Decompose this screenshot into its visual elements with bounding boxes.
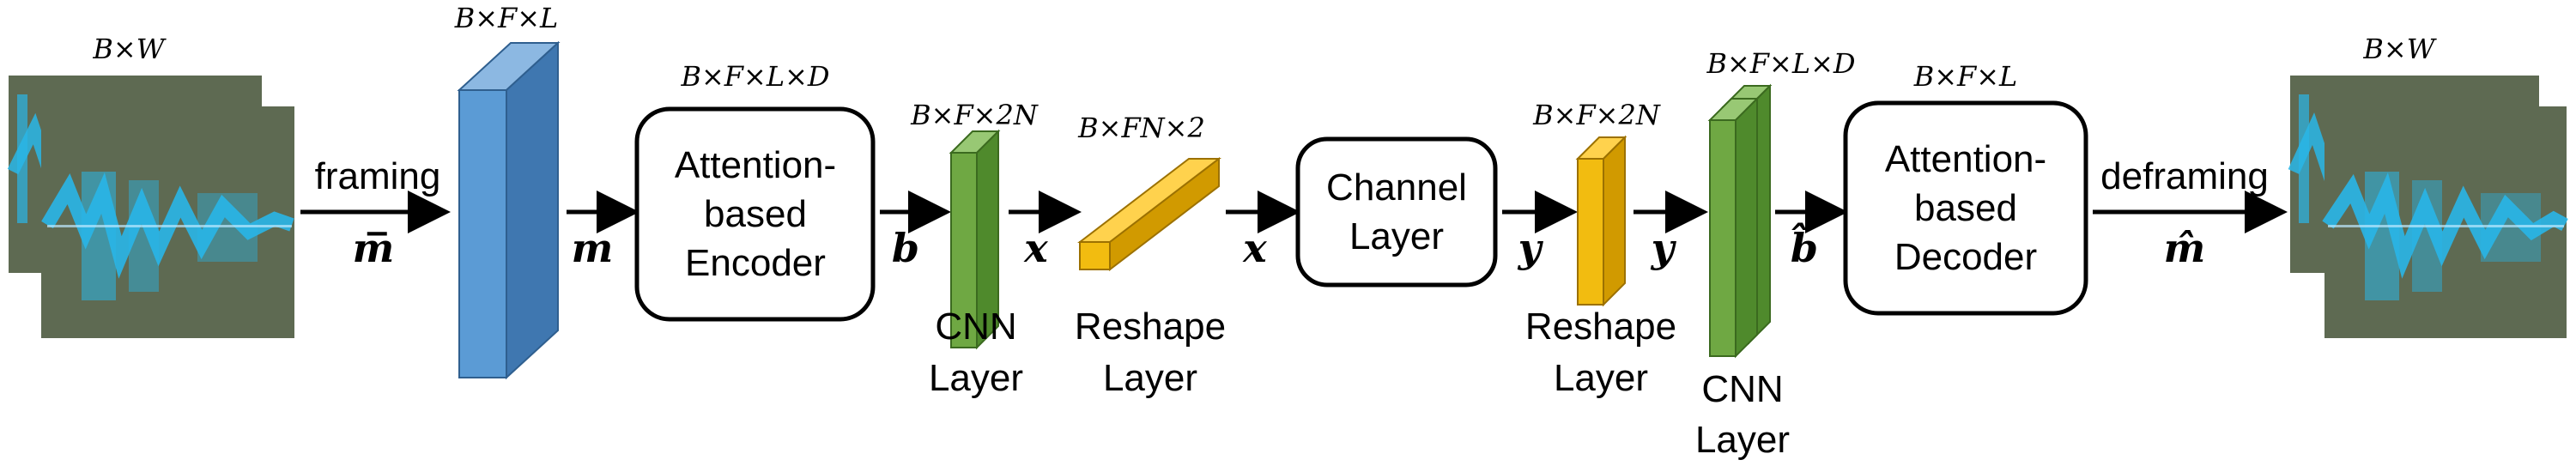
cnn2-dim-label: B×F×L×D [1706, 47, 1855, 80]
spectrogram-front [2322, 106, 2568, 338]
cnn-block-2 [1707, 83, 1773, 359]
reshape1-label-line2: Layer [1103, 357, 1197, 399]
deframing-label: deframing [2100, 155, 2269, 197]
b-symbol: b [892, 225, 919, 271]
reshape2-label-line2: Layer [1554, 357, 1648, 399]
channel-label-line1: Channel [1326, 166, 1467, 209]
cnn1-label-line1: CNN [935, 306, 1016, 348]
attention-encoder-box [634, 106, 876, 322]
spectrogram-front [41, 106, 294, 338]
m-bar-symbol: m̅ [353, 225, 395, 271]
decoder-label-line3: Decoder [1894, 236, 2037, 278]
cnn2-label-line2: Layer [1695, 419, 1790, 461]
reshape2-dim-label: B×F×2N [1532, 99, 1661, 131]
input-dim-label: B×W [92, 33, 167, 65]
cnn1-label-line2: Layer [929, 357, 1023, 399]
framed-tensor-block [457, 40, 561, 380]
reshape1-label-line1: Reshape [1075, 306, 1226, 348]
decoder-dim-label: B×F×L [1913, 60, 2018, 93]
frame-dim-label: B×F×L [454, 2, 559, 34]
reshape-block-2 [1575, 135, 1627, 307]
reshape-block-1 [1077, 156, 1221, 272]
channel-label-line2: Layer [1349, 215, 1444, 257]
input-spectrogram [7, 76, 294, 338]
x-symbol-1: x [1023, 225, 1048, 271]
m-symbol: m [572, 225, 614, 271]
cnn2-label-line1: CNN [1701, 368, 1783, 410]
y-symbol-2: y [1651, 225, 1677, 271]
encoder-dim-label: B×F×L×D [680, 60, 829, 93]
attention-decoder-box [1843, 100, 2088, 316]
x-symbol-2: x [1242, 225, 1267, 271]
y-symbol-1: y [1518, 225, 1544, 271]
framing-label: framing [315, 155, 441, 197]
encoder-label-line2: based [704, 193, 807, 235]
reshape2-label-line1: Reshape [1525, 306, 1676, 348]
encoder-label-line3: Encoder [685, 242, 826, 284]
m-hat-symbol: m̂ [2164, 225, 2206, 271]
channel-layer-box [1295, 136, 1498, 287]
b-hat-symbol: b̂ [1791, 222, 1818, 271]
decoder-label-line1: Attention- [1885, 138, 2046, 180]
output-spectrogram [2288, 76, 2568, 338]
cnn-block-1 [949, 129, 1001, 350]
encoder-label-line1: Attention- [675, 144, 836, 186]
output-dim-label: B×W [2362, 33, 2437, 65]
decoder-label-line2: based [1914, 187, 2017, 229]
cnn1-dim-label: B×F×2N [910, 99, 1039, 131]
reshape1-dim-label: B×FN×2 [1077, 112, 1205, 144]
